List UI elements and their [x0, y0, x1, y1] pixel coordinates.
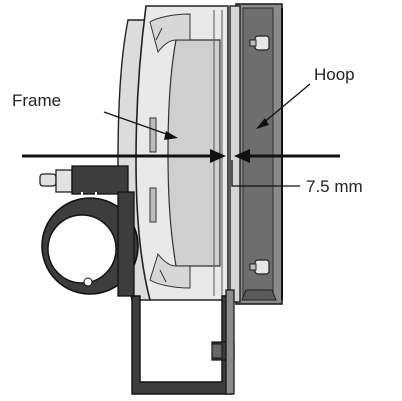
- hoop-bolt-top: [249, 35, 270, 51]
- left-arrowhead: [210, 149, 226, 163]
- frame-label: Frame: [12, 91, 61, 110]
- hoop-callout: [256, 83, 311, 129]
- gap-leader-line: [231, 160, 300, 187]
- measurement-guides: [22, 149, 340, 187]
- lower-bracket: [131, 289, 235, 395]
- gap-measurement-label: 7.5 mm: [306, 177, 363, 196]
- hoop-rail: [229, 3, 283, 305]
- hoop-bolt-bottom: [249, 259, 270, 275]
- mounting-clamp: [39, 165, 139, 297]
- frame-body: [117, 5, 229, 301]
- frame-callout: [103, 111, 178, 140]
- right-arrowhead: [234, 149, 250, 163]
- hoop-label: Hoop: [314, 65, 355, 84]
